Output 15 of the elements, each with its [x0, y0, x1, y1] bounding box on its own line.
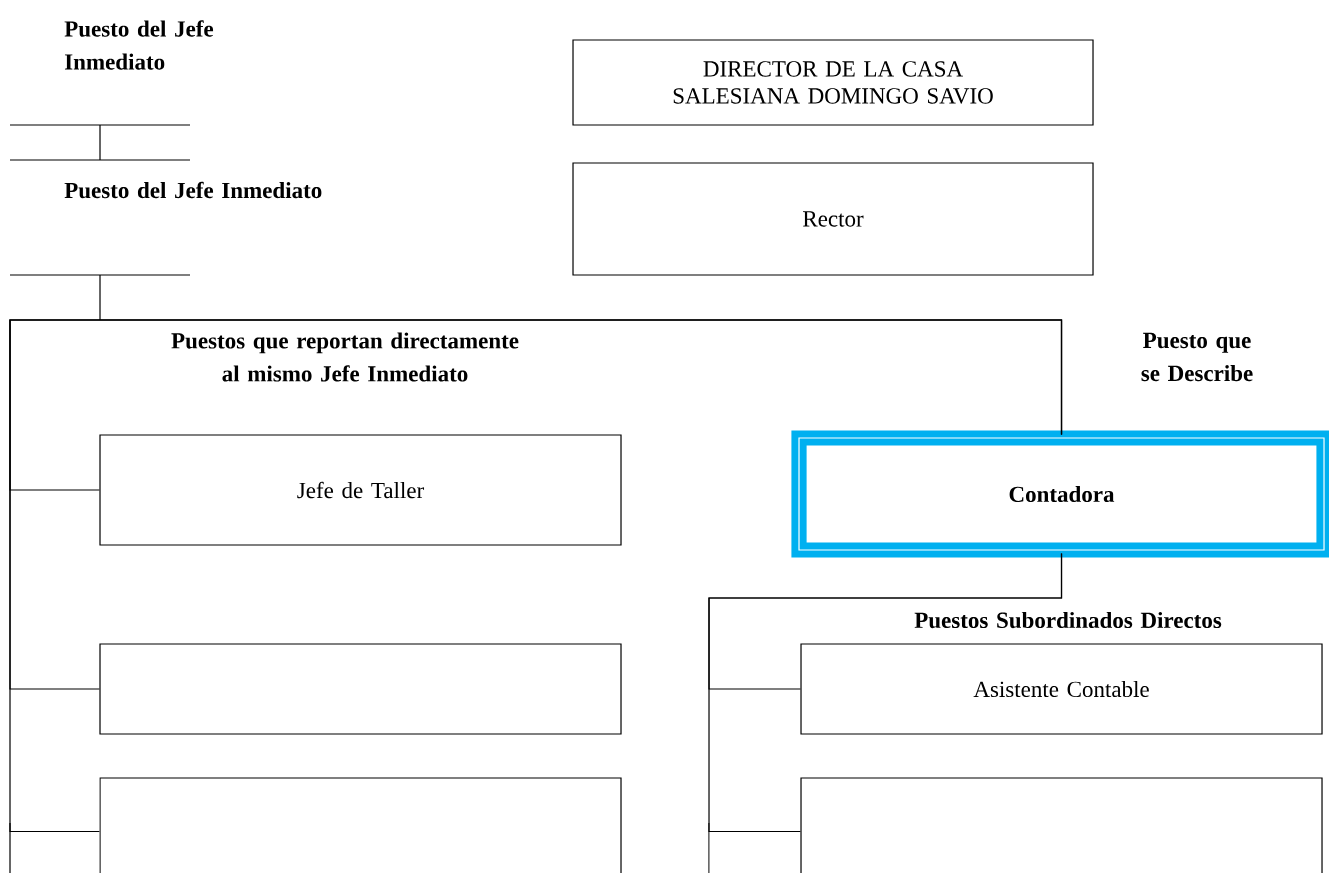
heading: Puesto que se Describe	[1141, 332, 1253, 382]
position-box: Jefe de Taller	[99, 434, 622, 546]
empty-box	[99, 777, 622, 873]
position-box: Rector	[572, 162, 1094, 276]
heading: Puesto del Jefe Inmediato	[64, 20, 214, 70]
connector-line	[708, 552, 1063, 833]
connector-line	[9, 319, 1063, 833]
empty-box	[99, 643, 622, 735]
heading: Puesto del Jefe Inmediato	[64, 181, 322, 199]
position-box: Contadora	[791, 430, 1329, 558]
heading: Puestos Subordinados Directos	[914, 611, 1222, 629]
position-box: DIRECTOR DE LA CASA SALESIANA DOMINGO SAVIO	[572, 39, 1094, 126]
empty-box	[800, 777, 1323, 873]
position-box: Asistente Contable	[800, 643, 1323, 735]
heading: Puestos que reportan directamente al mismo Jefe Inmediato	[171, 332, 519, 382]
